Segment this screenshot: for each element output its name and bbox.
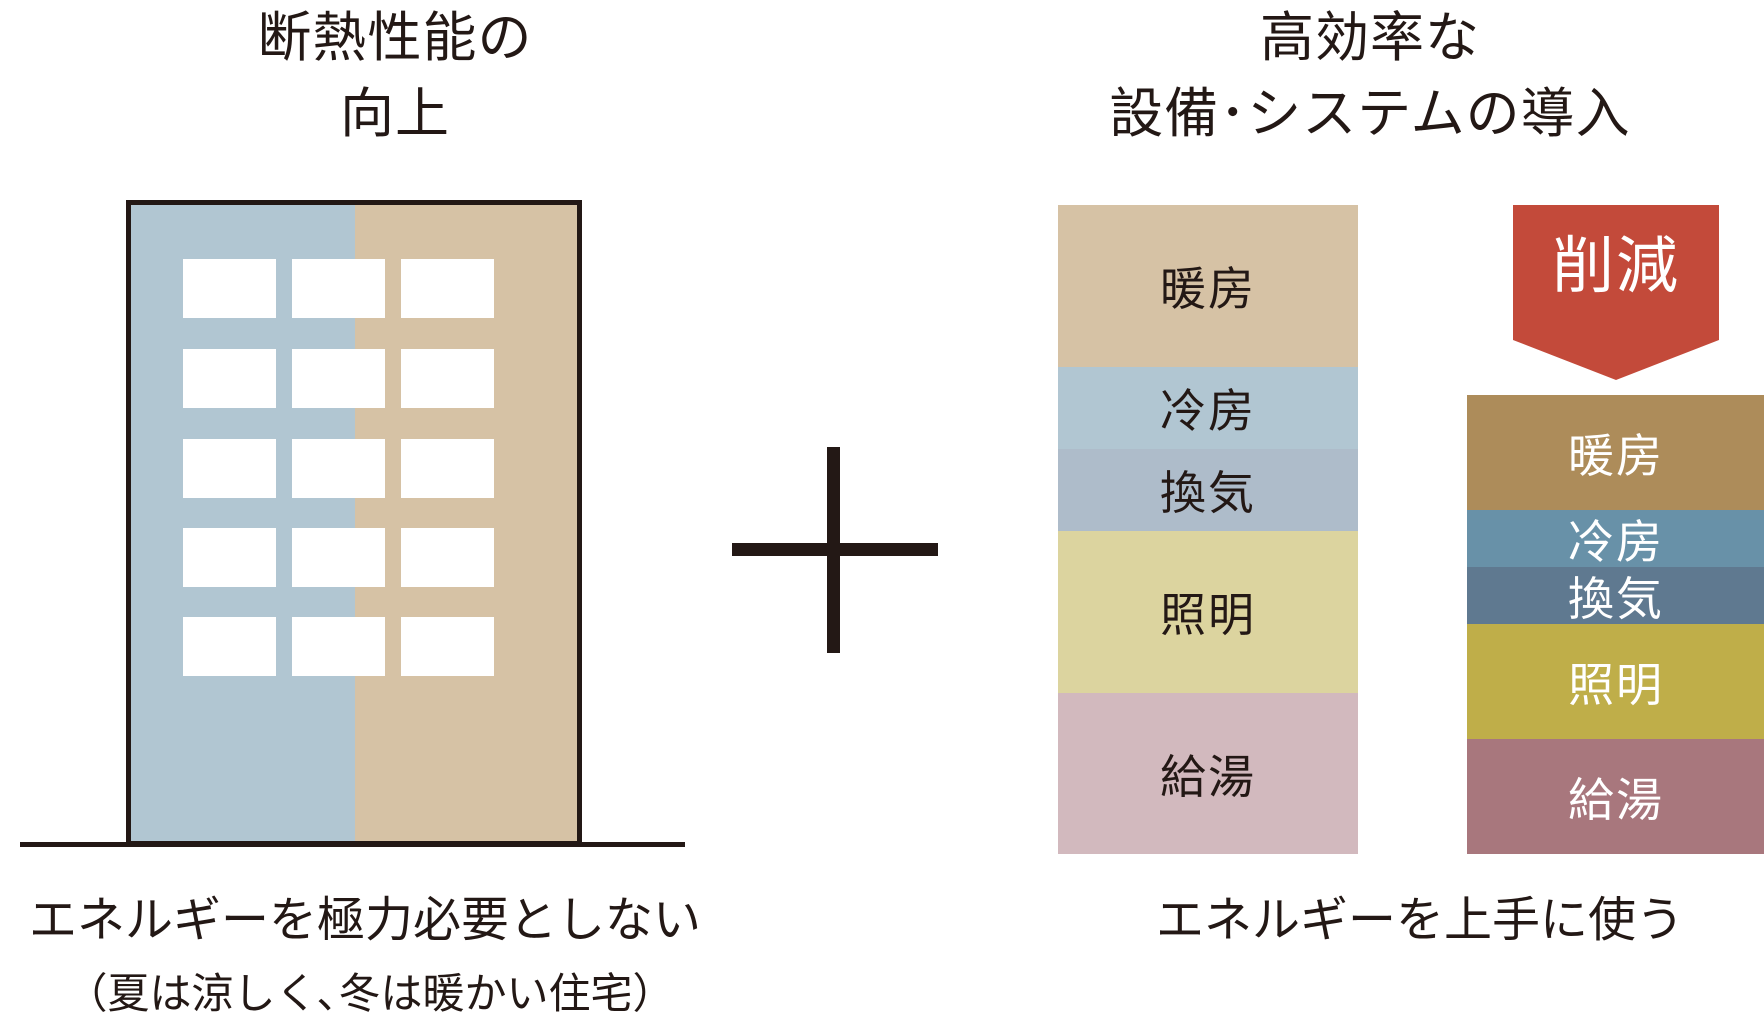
segment-heating: 暖房 — [1467, 395, 1764, 510]
segment-label: 給湯 — [1568, 772, 1664, 827]
window — [183, 259, 276, 318]
insulation-heading: 断熱性能の 向上 — [40, 0, 750, 152]
reduction-label: 削減 — [1551, 229, 1680, 302]
equipment-caption: エネルギーを上手に使う — [1155, 892, 1684, 948]
window — [401, 349, 494, 408]
segment-heating: 暖房 — [1058, 205, 1358, 367]
reduction-arrow-icon — [1513, 205, 1719, 380]
segment-cooling: 冷房 — [1058, 367, 1358, 449]
window — [401, 439, 494, 498]
equipment-heading: 高効率な 設備･システムの導入 — [1010, 0, 1730, 152]
segment-hot-water: 給湯 — [1058, 693, 1358, 854]
plus-icon-vertical — [827, 447, 840, 653]
insulation-heading-line1: 断熱性能の — [257, 6, 533, 69]
equipment-heading-line2: 設備･システムの導入 — [1109, 82, 1631, 145]
segment-ventilation: 換気 — [1058, 449, 1358, 531]
segment-label: 暖房 — [1568, 428, 1664, 483]
window — [401, 617, 494, 676]
window — [292, 259, 385, 318]
window — [292, 439, 385, 498]
building-illustration — [126, 200, 582, 846]
window — [401, 259, 494, 318]
segment-label: 照明 — [1160, 588, 1256, 642]
segment-lighting: 照明 — [1058, 531, 1358, 693]
segment-label: 給湯 — [1160, 749, 1256, 804]
window — [401, 528, 494, 587]
equipment-heading-line1: 高効率な — [1260, 6, 1480, 69]
window — [292, 349, 385, 408]
segment-label: 暖房 — [1160, 262, 1256, 316]
segment-label: 冷房 — [1568, 514, 1664, 569]
ground-line — [20, 842, 685, 847]
window — [292, 528, 385, 587]
window — [183, 617, 276, 676]
window — [292, 617, 385, 676]
segment-cooling: 冷房 — [1467, 510, 1764, 569]
segment-lighting: 照明 — [1467, 624, 1764, 739]
window — [183, 528, 276, 587]
segment-hot-water: 給湯 — [1467, 739, 1764, 854]
window — [183, 439, 276, 498]
window — [183, 349, 276, 408]
segment-label: 換気 — [1568, 571, 1664, 626]
insulation-sub-caption: （夏は涼しく､冬は暖かい住宅） — [65, 969, 675, 1018]
segment-label: 冷房 — [1160, 384, 1256, 438]
insulation-caption: エネルギーを極力必要としない — [28, 892, 701, 948]
insulation-heading-line2: 向上 — [340, 82, 450, 145]
segment-ventilation: 換気 — [1467, 567, 1764, 626]
segment-label: 換気 — [1160, 466, 1256, 520]
segment-label: 照明 — [1568, 657, 1664, 712]
